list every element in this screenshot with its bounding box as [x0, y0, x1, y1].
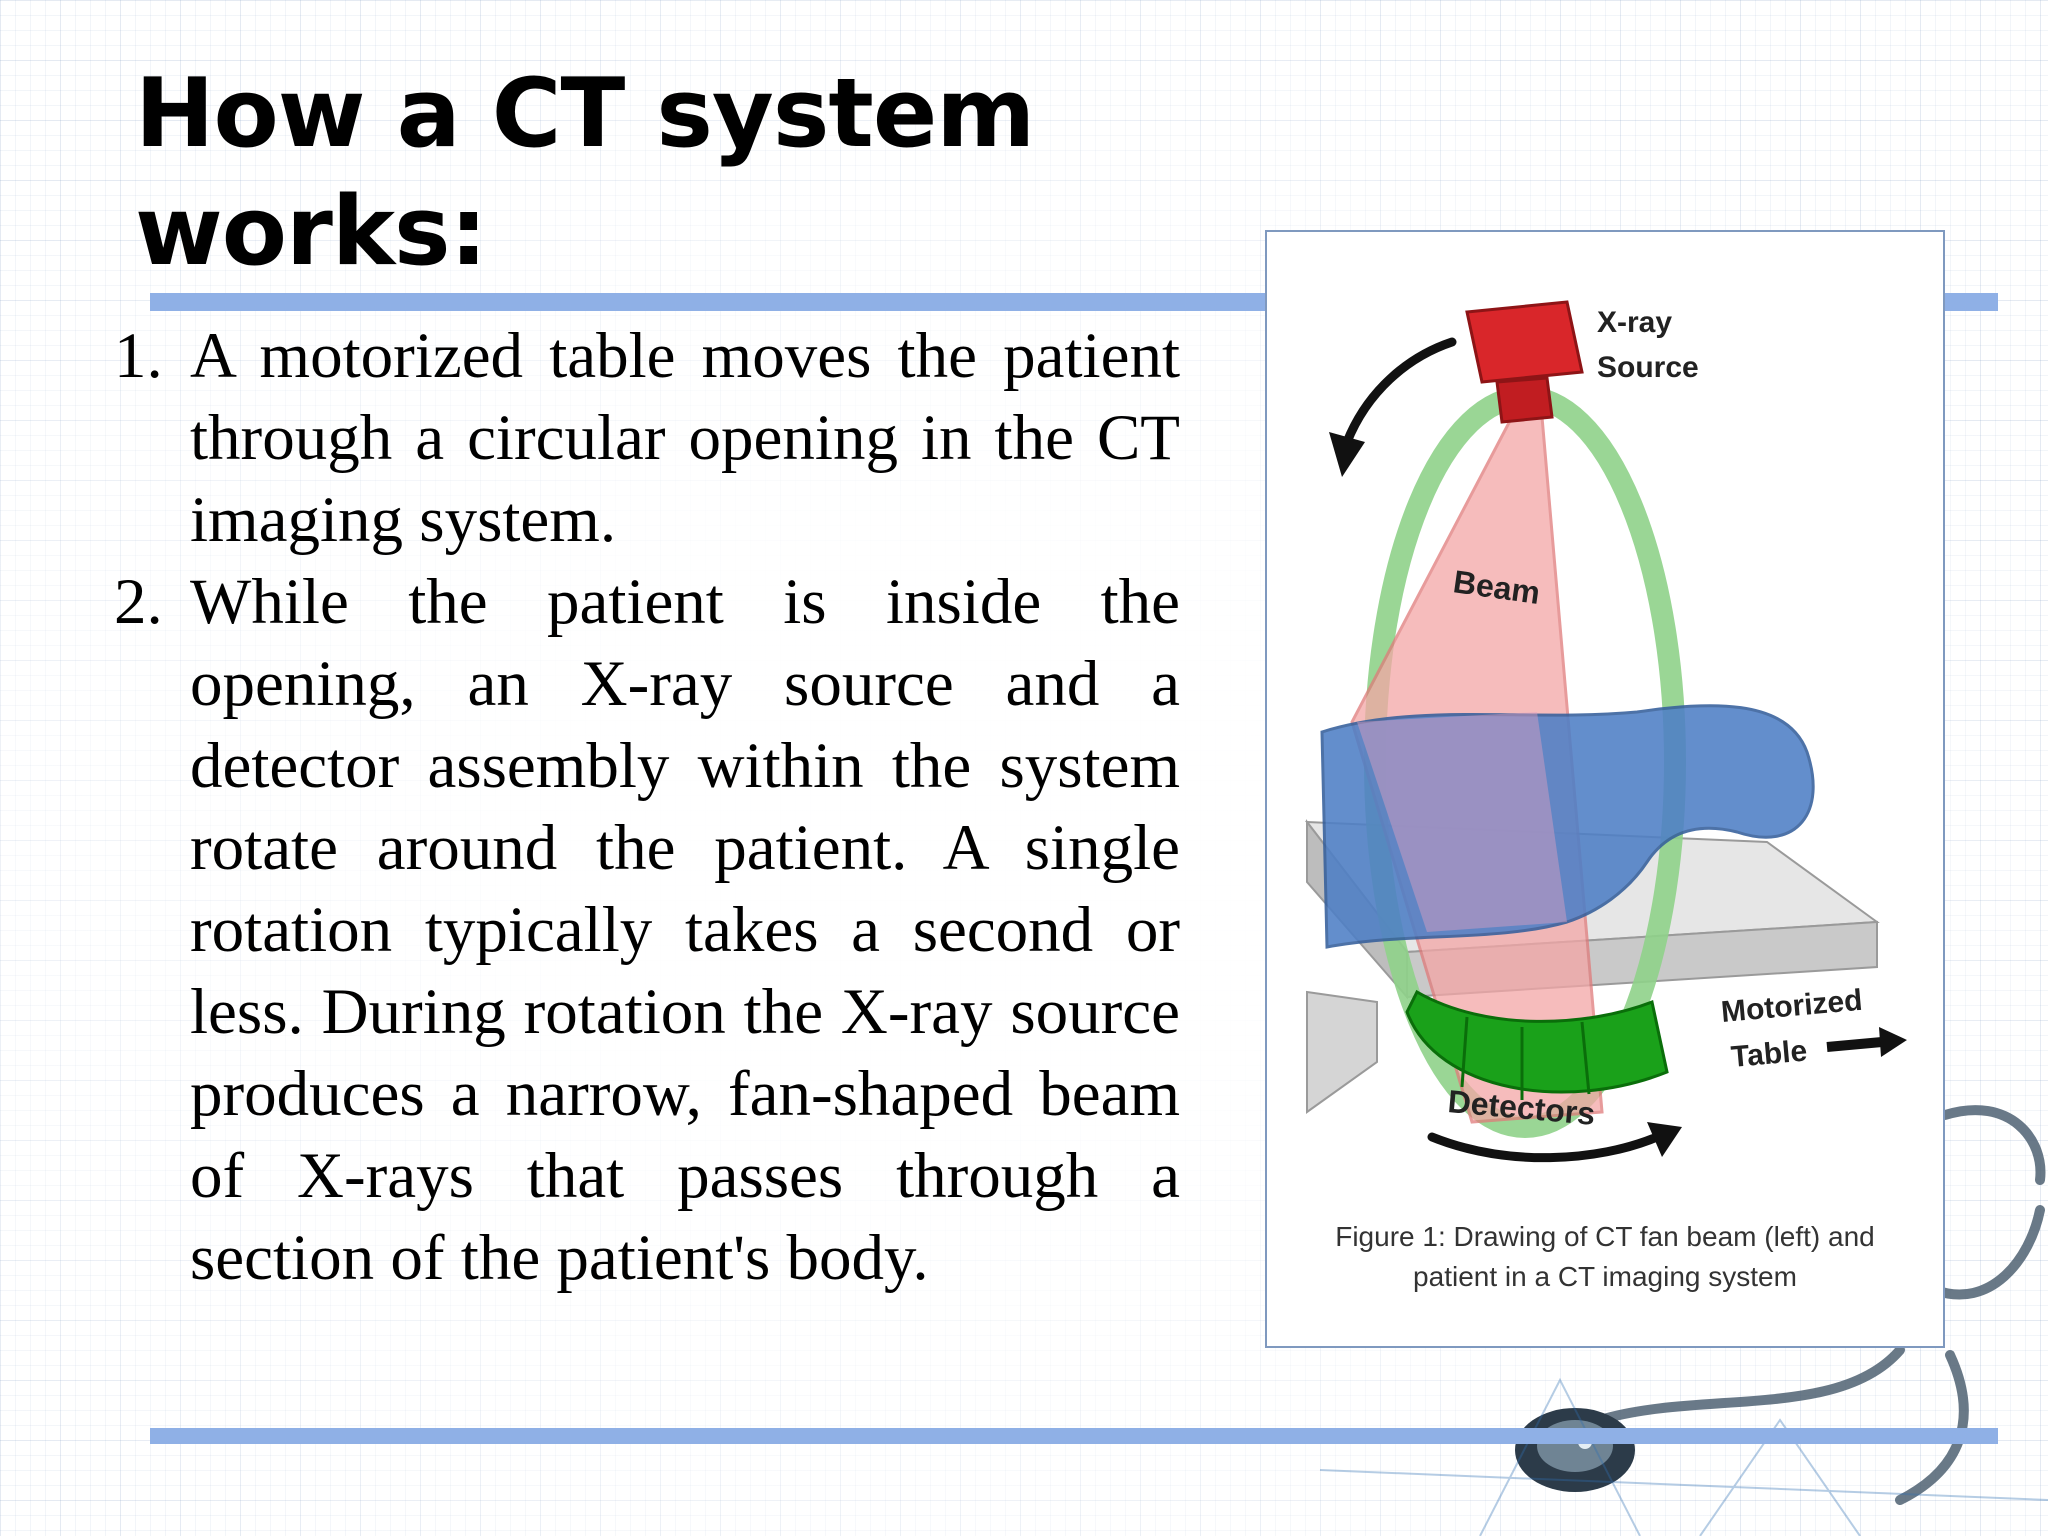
detector-array: [1405, 989, 1669, 1094]
table-direction-arrow: [1826, 1027, 1907, 1057]
arrowhead-icon: [1647, 1122, 1682, 1157]
ct-figure: X-ray Source Beam Detectors Motorized Ta…: [1265, 230, 1945, 1348]
step-text: While the patient is inside the opening,…: [190, 566, 1180, 1294]
xray-source: [1465, 300, 1584, 424]
list-item: 2. While the patient is inside the openi…: [110, 561, 1180, 1299]
step-number: 2.: [114, 566, 163, 638]
step-text: A motorized table moves the patient thro…: [190, 320, 1180, 556]
detector-segments: [1460, 1016, 1591, 1100]
rotation-arrow-top: [1342, 337, 1457, 447]
list-item: 1. A motorized table moves the patient t…: [110, 315, 1180, 561]
step-list: 1. A motorized table moves the patient t…: [110, 315, 1180, 1299]
caption-line: patient in a CT imaging system: [1413, 1261, 1797, 1292]
label-xray: X-ray: [1597, 306, 1672, 339]
arrowhead-icon: [1329, 432, 1365, 477]
step-number: 1.: [114, 320, 163, 392]
label-source: Source: [1597, 351, 1699, 384]
bottom-divider: [150, 1428, 1998, 1444]
label-motorized: Motorized: [1720, 984, 1864, 1029]
ct-diagram: X-ray Source Beam Detectors Motorized Ta…: [1304, 300, 1907, 1163]
caption-line: Figure 1: Drawing of CT fan beam (left) …: [1335, 1221, 1875, 1252]
beam-overlay: [1357, 712, 1567, 932]
rotation-arrow-bottom: [1427, 1132, 1662, 1163]
slide-title: How a CT system works:: [135, 59, 1035, 287]
label-table: Table: [1730, 1034, 1809, 1074]
figure-caption: Figure 1: Drawing of CT fan beam (left) …: [1287, 1217, 1923, 1297]
patient: [1320, 704, 1815, 949]
